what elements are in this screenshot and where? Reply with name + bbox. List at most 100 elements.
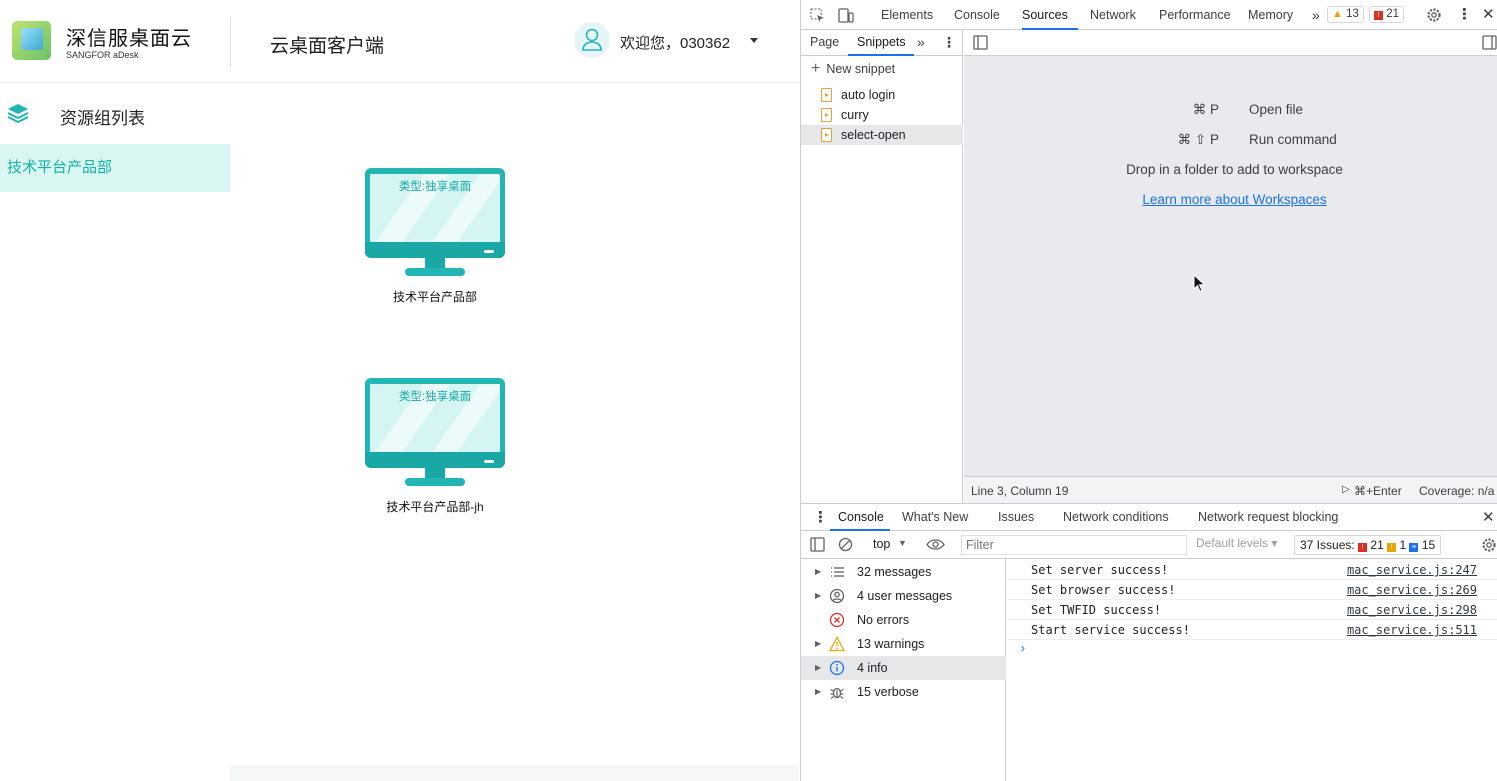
tab-console[interactable]: Console: [954, 8, 1000, 22]
console-message: Set TWFID success! mac_service.js:298: [1007, 600, 1497, 620]
inspect-element-icon[interactable]: [810, 8, 825, 23]
toggle-navigator-icon[interactable]: [973, 35, 988, 50]
drawer-tab-console[interactable]: Console: [830, 504, 890, 531]
summary-item-errors[interactable]: No errors: [801, 608, 1006, 632]
toggle-debugger-icon[interactable]: [1482, 35, 1497, 50]
summary-item-verbose[interactable]: ▶ 15 verbose: [801, 680, 1006, 704]
run-icon[interactable]: ▷: [1342, 484, 1350, 495]
tab-snippets[interactable]: Snippets: [848, 30, 914, 56]
expand-arrow-icon[interactable]: ▶: [815, 687, 822, 696]
snippet-file-icon: [821, 128, 832, 142]
drawer-tab-request-blocking[interactable]: Network request blocking: [1198, 510, 1339, 524]
summary-item-messages[interactable]: ▶ 32 messages: [801, 560, 1006, 584]
app-header: 深信服桌面云 SANGFOR aDesk 云桌面客户端 欢迎您，030362: [0, 0, 800, 83]
issues-counter[interactable]: 37 Issues: ! 21 ! 1 ≡ 15: [1294, 535, 1442, 555]
more-tabs-icon[interactable]: »: [1312, 7, 1320, 23]
brand-name: 深信服桌面云: [66, 28, 192, 50]
tab-performance[interactable]: Performance: [1159, 8, 1231, 22]
mouse-pointer-icon: [1193, 274, 1206, 293]
source-link[interactable]: mac_service.js:511: [1346, 623, 1477, 637]
devtools-panel: Elements Console Sources Network Perform…: [800, 0, 1497, 781]
chevron-down-icon[interactable]: ▼: [898, 538, 907, 548]
error-icon: [829, 612, 845, 628]
kebab-menu-icon[interactable]: ⋮: [813, 509, 828, 526]
error-icon: !: [1374, 11, 1383, 20]
drawer-tab-whats-new[interactable]: What's New: [902, 510, 969, 524]
expand-arrow-icon[interactable]: ▶: [815, 639, 822, 648]
source-link[interactable]: mac_service.js:269: [1346, 583, 1477, 597]
learn-workspaces-link[interactable]: Learn more about Workspaces: [1142, 192, 1327, 207]
desktop-name: 技术平台产品部-jh: [386, 500, 484, 514]
avatar[interactable]: [574, 22, 610, 58]
close-drawer-icon[interactable]: ✕: [1482, 509, 1495, 526]
console-settings-icon[interactable]: [1481, 537, 1497, 553]
warning-icon: ▲: [1332, 8, 1343, 20]
tab-network[interactable]: Network: [1090, 8, 1136, 22]
tab-sources[interactable]: Sources: [1022, 0, 1078, 30]
snippet-item-selected[interactable]: select-open: [801, 125, 963, 145]
workspace-placeholder: ⌘ P Open file ⌘ ⇧ P Run command Drop in …: [964, 56, 1497, 476]
editor-pane: ⌘ P Open file ⌘ ⇧ P Run command Drop in …: [964, 30, 1497, 503]
context-selector[interactable]: top: [873, 537, 891, 551]
snippet-item[interactable]: auto login: [801, 85, 963, 105]
console-sidebar: ▶ 32 messages ▶ 4 user messages No error…: [801, 559, 1006, 781]
source-link[interactable]: mac_service.js:298: [1346, 603, 1477, 617]
desktop-name: 技术平台产品部: [392, 290, 477, 304]
shortcut-label: Open file: [1249, 102, 1304, 117]
expand-arrow-icon[interactable]: ▶: [815, 663, 822, 672]
sidebar-item-group[interactable]: 技术平台产品部: [0, 144, 230, 192]
kebab-menu-icon[interactable]: ⋮: [942, 34, 956, 50]
console-prompt-icon[interactable]: ›: [1021, 641, 1025, 655]
drawer-tab-issues[interactable]: Issues: [998, 510, 1035, 524]
desktop-card[interactable]: 类型:独享桌面 技术平台产品部: [360, 168, 520, 318]
close-icon[interactable]: ✕: [1482, 6, 1495, 23]
more-tabs-icon[interactable]: »: [917, 34, 925, 50]
error-count-badge[interactable]: ! 21: [1369, 6, 1404, 23]
clear-console-icon[interactable]: [838, 537, 853, 552]
layers-icon: [7, 104, 29, 124]
summary-item-warnings[interactable]: ▶ 13 warnings: [801, 632, 1006, 656]
list-icon: [831, 567, 844, 577]
desktop-type-label: 类型:独享桌面: [398, 181, 472, 193]
tab-elements[interactable]: Elements: [881, 8, 934, 22]
summary-item-user-messages[interactable]: ▶ 4 user messages: [801, 584, 1006, 608]
info-icon: ≡: [1409, 543, 1419, 552]
tab-page[interactable]: Page: [810, 35, 840, 49]
filter-input[interactable]: Filter: [961, 535, 1187, 555]
brand-logo-icon: [12, 21, 51, 60]
console-message: Set server success! mac_service.js:247: [1007, 560, 1497, 580]
console-toolbar: top ▼ Filter Default levels ▾ 37 Issues:…: [801, 531, 1497, 559]
tab-memory[interactable]: Memory: [1248, 8, 1294, 22]
user-icon: [582, 28, 602, 51]
chevron-down-icon[interactable]: [750, 38, 758, 43]
eye-icon[interactable]: [926, 538, 945, 551]
drawer-tab-network-conditions[interactable]: Network conditions: [1063, 510, 1169, 524]
shortcut-label: Run command: [1249, 132, 1337, 147]
coverage-status: Coverage: n/a: [1419, 484, 1495, 498]
warning-count-badge[interactable]: ▲ 13: [1327, 6, 1364, 23]
console-message: Start service success! mac_service.js:51…: [1007, 620, 1497, 640]
snippet-file-icon: [821, 108, 832, 122]
brand-subtitle: SANGFOR aDesk: [66, 50, 139, 60]
expand-arrow-icon[interactable]: ▶: [815, 567, 822, 576]
shortcut-keys: ⌘ P: [1192, 102, 1219, 117]
bug-icon: [830, 687, 844, 699]
warning-icon: !: [1387, 543, 1397, 552]
kebab-menu-icon[interactable]: ⋮: [1457, 6, 1472, 23]
desktop-card[interactable]: 类型:独享桌面 技术平台产品部-jh: [360, 378, 520, 528]
device-toolbar-icon[interactable]: [838, 8, 854, 23]
source-link[interactable]: mac_service.js:247: [1346, 563, 1477, 577]
log-levels-dropdown[interactable]: Default levels ▾: [1196, 536, 1278, 550]
expand-arrow-icon[interactable]: ▶: [815, 591, 822, 600]
new-snippet-button[interactable]: +New snippet: [811, 60, 896, 77]
shortcut-keys: ⌘ ⇧ P: [1177, 132, 1219, 147]
run-shortcut[interactable]: ⌘+Enter: [1354, 484, 1402, 498]
sidebar-toggle-icon[interactable]: [810, 537, 825, 552]
console-drawer: ⋮ Console What's New Issues Network cond…: [801, 503, 1497, 781]
gear-icon[interactable]: [1426, 7, 1442, 23]
cursor-position: Line 3, Column 19: [971, 484, 1069, 498]
console-messages: Set server success! mac_service.js:247 S…: [1007, 559, 1497, 781]
snippet-item[interactable]: curry: [801, 105, 963, 125]
welcome-user-menu[interactable]: 欢迎您，030362: [620, 35, 731, 52]
summary-item-info[interactable]: ▶ 4 info: [801, 656, 1006, 680]
